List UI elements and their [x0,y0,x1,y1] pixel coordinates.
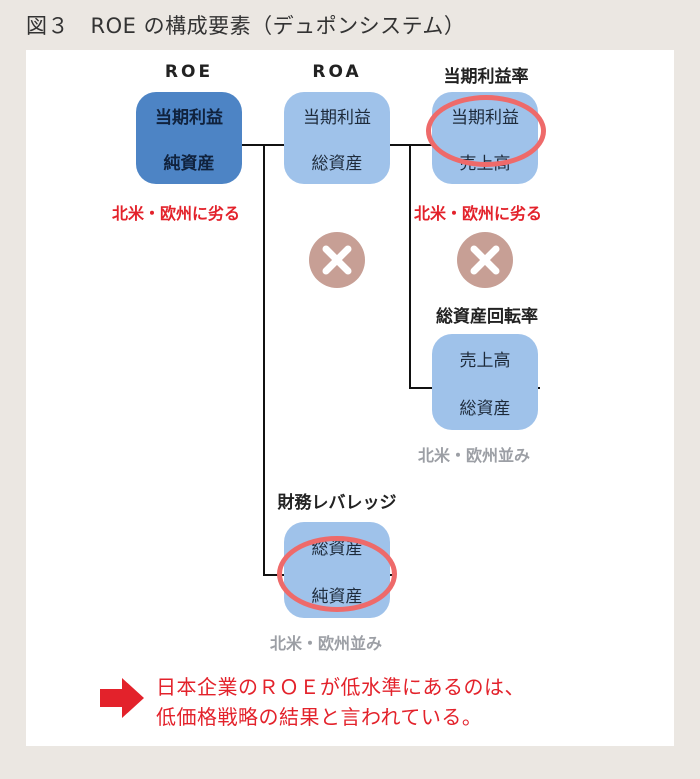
multiply-icon-roa [309,232,365,288]
conclusion-line-1: 日本企業のＲＯＥが低水準にあるのは、 [156,675,525,699]
multiply-icon-margin [457,232,513,288]
diagram-panel: ROE 当期利益 純資産 北米・欧州に劣る ROA 当期利益 総資産 当期利益率… [26,50,674,746]
roa-header: ROA [312,62,362,82]
arrow-right-icon [100,678,144,722]
turnover-header: 総資産回転率 [436,307,538,327]
turnover-denominator: 総資産 [459,398,511,419]
roe-denominator: 純資産 [163,153,215,174]
turnover-note: 北米・欧州並み [418,446,531,465]
turnover-box: 売上高 総資産 [432,334,538,430]
roe-header: ROE [164,62,214,82]
turnover-numerator: 売上高 [459,350,511,371]
roa-numerator: 当期利益 [303,107,371,128]
conclusion-text: 日本企業のＲＯＥが低水準にあるのは、 低価格戦略の結果と言われている。 [156,672,525,732]
connector-leverage-vertical [263,145,265,576]
roe-numerator: 当期利益 [155,107,223,128]
margin-header: 当期利益率 [443,67,529,87]
leverage-note: 北米・欧州並み [270,634,383,653]
connector-turnover-vertical [409,145,411,389]
margin-note: 北米・欧州に劣る [414,204,543,223]
leverage-header: 財務レバレッジ [277,493,397,513]
figure-title: 図３ ROE の構成要素（デュポンシステム） [26,14,466,38]
roa-box: 当期利益 総資産 [284,92,390,184]
roe-box: 当期利益 純資産 [136,92,242,184]
leverage-highlight-ring [277,536,397,612]
conclusion-line-2: 低価格戦略の結果と言われている。 [156,705,483,729]
margin-highlight-ring [426,95,546,167]
roa-denominator: 総資産 [311,153,363,174]
roe-note: 北米・欧州に劣る [112,204,241,223]
